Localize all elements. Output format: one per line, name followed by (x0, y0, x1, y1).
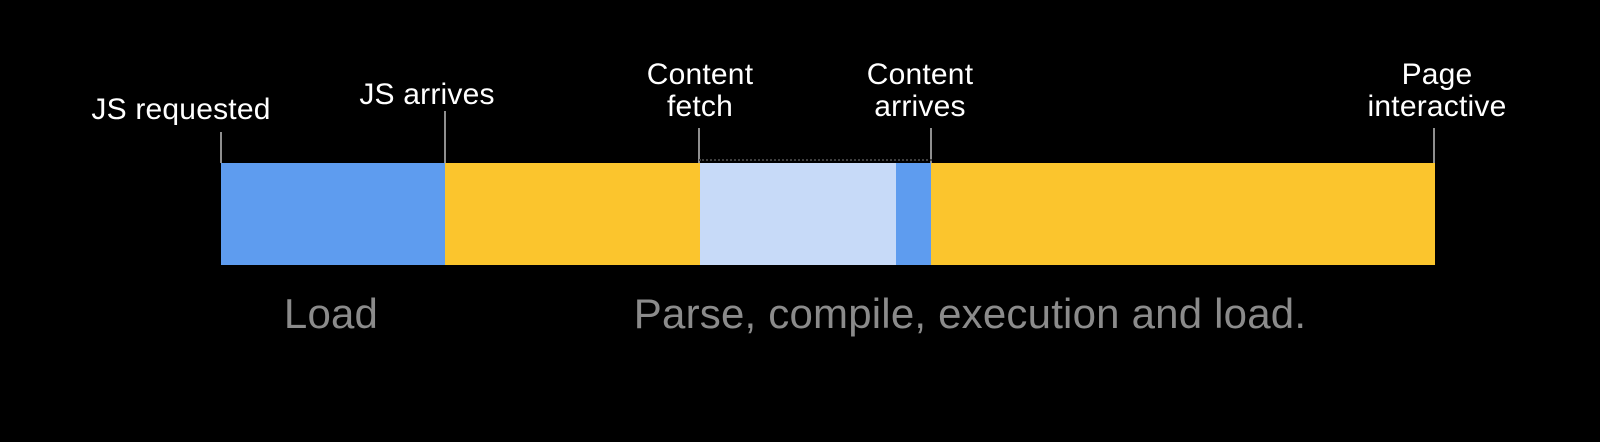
milestone-tick-content-arrives (930, 128, 932, 163)
phase-label-load: Load (283, 290, 379, 337)
milestone-label-js-requested: JS requested (91, 93, 271, 126)
segment-content-arrives (896, 163, 931, 265)
milestone-label-page-interactive: Page interactive (1367, 58, 1507, 123)
milestone-tick-js-requested (220, 132, 222, 163)
segment-js-load (221, 163, 445, 265)
segment-parse-compile-1 (445, 163, 700, 265)
timeline-bar (221, 163, 1435, 265)
milestone-label-js-arrives: JS arrives (359, 78, 495, 111)
content-fetch-dotted-line (699, 159, 932, 161)
milestone-tick-content-fetch (698, 128, 700, 163)
milestone-label-content-arrives: Content arrives (866, 58, 974, 123)
phase-label-parse-compile: Parse, compile, execution and load. (633, 290, 1307, 337)
milestone-label-content-fetch: Content fetch (646, 58, 754, 123)
milestone-tick-page-interactive (1433, 128, 1435, 163)
segment-parse-compile-2 (931, 163, 1435, 265)
segment-content-fetch-wait (700, 163, 896, 265)
milestone-tick-js-arrives (444, 111, 446, 163)
